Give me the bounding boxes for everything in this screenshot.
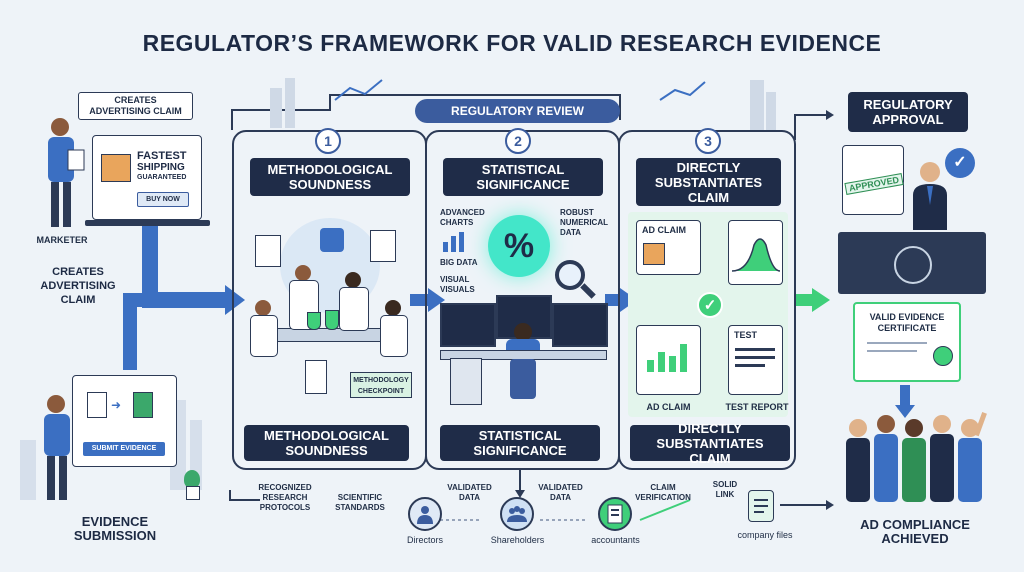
solid-link-label: SOLID LINK bbox=[712, 480, 738, 499]
validated-data-2-label: VALIDATED DATA bbox=[538, 483, 583, 502]
ad-claim-card-top: AD CLAIM bbox=[636, 220, 701, 275]
analyst-desk bbox=[440, 295, 610, 410]
marketer-caption: MARKETER bbox=[36, 235, 88, 245]
test-report-card: TEST bbox=[728, 325, 783, 395]
document-icon bbox=[87, 392, 107, 418]
directors-caption: Directors bbox=[406, 535, 443, 545]
advanced-charts-label: ADVANCED CHARTS bbox=[440, 208, 485, 227]
marketer-person-icon bbox=[48, 118, 85, 227]
page-title: REGULATOR’S FRAMEWORK FOR VALID RESEARCH… bbox=[142, 30, 882, 56]
percent-bulb-icon: % bbox=[488, 215, 550, 277]
bell-curve-card bbox=[728, 220, 783, 285]
recognized-protocols-label: RECOGNIZED RESEARCH PROTOCOLS bbox=[258, 483, 312, 512]
ad-compliance-caption: AD COMPLIANCE ACHIEVED bbox=[860, 517, 970, 546]
step-1-number: 1 bbox=[315, 128, 341, 154]
ad-text-guaranteed: GUARANTEED bbox=[137, 174, 187, 181]
package-icon bbox=[101, 154, 131, 182]
ad-text-fastest: FASTEST bbox=[137, 150, 187, 162]
regulator-person-icon bbox=[913, 162, 947, 230]
evidence-monitor: ➜ SUBMIT EVIDENCE bbox=[72, 375, 177, 467]
bottom-chart-icon bbox=[645, 336, 693, 372]
marketer-speech-bubble: CREATES ADVERTISING CLAIM bbox=[78, 92, 193, 120]
evidence-person-icon bbox=[44, 395, 70, 500]
methodology-checkpoint-tag: METHODOLOGY CHECKPOINT bbox=[350, 372, 412, 398]
creates-claim-caption: CREATES ADVERTISING CLAIM bbox=[40, 266, 116, 306]
step-2-top-label: STATISTICAL SIGNIFICANCE bbox=[443, 158, 603, 196]
regulatory-approval-label: REGULATORY APPROVAL bbox=[848, 92, 968, 132]
ad-claim-top-text: AD CLAIM bbox=[642, 225, 686, 235]
step-2-number: 2 bbox=[505, 128, 531, 154]
step-2-bottom-label: STATISTICAL SIGNIFICANCE bbox=[440, 425, 600, 461]
ad-text-shipping: SHIPPING bbox=[137, 162, 185, 173]
document-green-icon bbox=[133, 392, 153, 418]
regulator-desk bbox=[838, 232, 986, 294]
company-files-caption: company files bbox=[737, 530, 793, 540]
big-data-label: BIG DATA bbox=[440, 258, 478, 267]
bar-chart-icon bbox=[441, 232, 471, 252]
magnifier-icon bbox=[555, 260, 585, 290]
test-report-text: TEST REPORT bbox=[725, 402, 789, 412]
shareholders-icon bbox=[500, 497, 534, 531]
test-text: TEST bbox=[734, 330, 758, 340]
laptop-base bbox=[85, 220, 210, 226]
buy-now-button[interactable]: BUY NOW bbox=[137, 192, 189, 207]
validated-data-1-label: VALIDATED DATA bbox=[447, 483, 492, 502]
certificate-seal-icon bbox=[933, 346, 953, 366]
percent-symbol: % bbox=[503, 226, 535, 265]
claim-verification-label: CLAIM VERIFICATION bbox=[635, 483, 691, 502]
visual-visuals-label: VISUAL VISUALS bbox=[440, 275, 475, 294]
badge-check-icon: ✓ bbox=[945, 148, 975, 178]
step-3-number: 3 bbox=[695, 128, 721, 154]
ad-claim-card-bottom bbox=[636, 325, 701, 395]
step-1-top-label: METHODOLOGICAL SOUNDNESS bbox=[250, 158, 410, 196]
transfer-arrow-icon: ➜ bbox=[111, 398, 122, 412]
accountants-icon bbox=[598, 497, 632, 531]
valid-evidence-certificate: VALID EVIDENCE CERTIFICATE bbox=[853, 302, 961, 382]
approved-document: APPROVED bbox=[842, 145, 904, 215]
plant-icon bbox=[178, 470, 206, 500]
scientific-standards-label: SCIENTIFIC STANDARDS bbox=[335, 493, 385, 512]
lab-illustration bbox=[245, 210, 415, 415]
approved-stamp-text: APPROVED bbox=[844, 173, 904, 195]
certificate-text: VALID EVIDENCE CERTIFICATE bbox=[869, 312, 945, 333]
evidence-submission-caption: EVIDENCE SUBMISSION bbox=[73, 514, 157, 543]
step-3-bottom-label: DIRECTLY SUBSTANTIATES CLAIM bbox=[630, 421, 790, 466]
regulatory-review-label: REGULATORY REVIEW bbox=[415, 99, 620, 123]
check-circle-icon: ✓ bbox=[697, 292, 723, 318]
bell-curve-icon bbox=[731, 238, 781, 272]
claim-box-icon bbox=[643, 243, 665, 265]
step-3-top-label: DIRECTLY SUBSTANTIATES CLAIM bbox=[636, 158, 781, 206]
submit-evidence-button[interactable]: SUBMIT EVIDENCE bbox=[83, 442, 165, 456]
ad-laptop-screen: FASTEST SHIPPING GUARANTEED BUY NOW bbox=[92, 135, 202, 220]
ad-claim-bottom-text: AD CLAIM bbox=[646, 402, 691, 412]
accountants-caption: accountants bbox=[591, 535, 640, 545]
compliance-team-icon bbox=[846, 412, 987, 502]
directors-icon bbox=[408, 497, 442, 531]
robust-data-label: ROBUST NUMERICAL DATA bbox=[560, 208, 608, 237]
step-1-bottom-label: METHODOLOGICAL SOUNDNESS bbox=[244, 425, 409, 461]
company-files-icon bbox=[748, 490, 774, 522]
shareholders-caption: Shareholders bbox=[490, 535, 545, 545]
